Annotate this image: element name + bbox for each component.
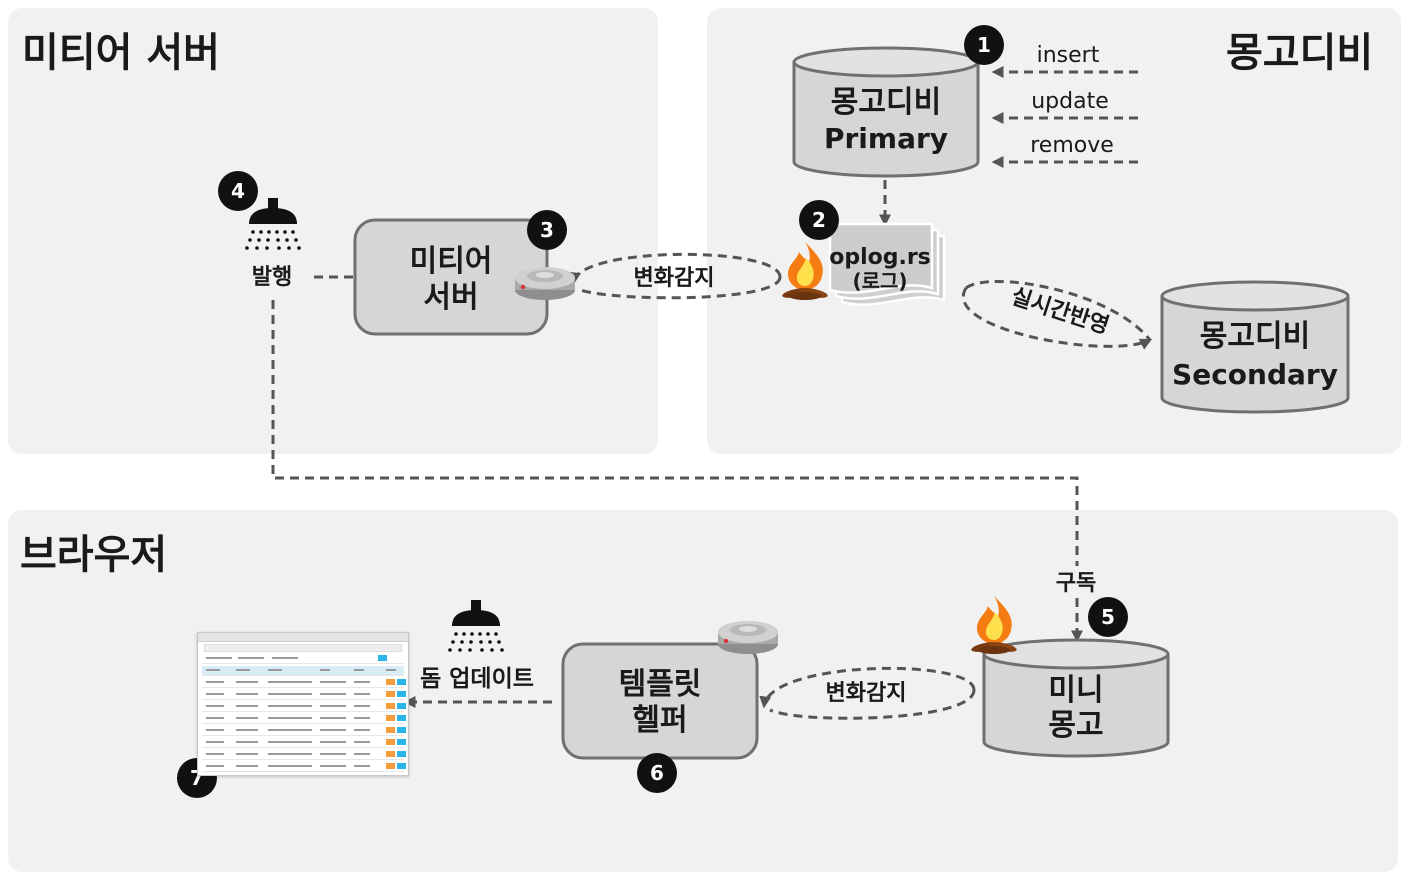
change-detect-top-label: 변화감지 (634, 266, 715, 291)
mongodb-primary-node: 몽고디비 Primary (792, 46, 980, 178)
update-label: update (1031, 89, 1109, 114)
meteor-label-line1: 미티어 (410, 244, 493, 279)
realtime-reflect-loop (961, 287, 1153, 350)
publish-label: 발행 (252, 265, 292, 290)
oplog-label-line1: oplog.rs (829, 245, 931, 270)
insert-label: insert (1037, 43, 1100, 68)
secondary-label-line1: 몽고디비 (1200, 319, 1310, 354)
change-detect-loop-bottom (759, 666, 976, 709)
table-header-row (202, 666, 404, 676)
step-badge-5: 5 (1088, 597, 1128, 637)
change-detect-loop-top-lower (579, 276, 782, 300)
change-detect-bottom-label: 변화감지 (826, 681, 907, 706)
table-row (202, 702, 406, 712)
step-badge-1: 1 (964, 25, 1004, 65)
publish-to-subscribe-path (271, 300, 1079, 566)
browser-panel-title: 브라우저 (20, 532, 168, 578)
table-row (202, 714, 406, 724)
svg-text:5: 5 (1101, 605, 1115, 629)
minimongo-node: 미니 몽고 (982, 638, 1170, 758)
secondary-label-line2: Secondary (1172, 358, 1338, 391)
table-row (202, 726, 406, 736)
svg-text:3: 3 (540, 218, 554, 242)
svg-text:4: 4 (231, 179, 245, 203)
meteor-server-panel-title: 미티어 서버 (22, 30, 220, 76)
remove-label: remove (1030, 133, 1114, 158)
table-row (202, 750, 406, 760)
minimongo-fire-icon (970, 596, 1018, 654)
dom-update-label: 돔 업데이트 (420, 666, 534, 692)
template-helper-label-line2: 헬퍼 (632, 703, 687, 738)
subscribe-label: 구독 (1056, 571, 1096, 596)
oplog-fire-icon (781, 242, 829, 300)
change-detect-loop-bottom-lower (769, 689, 976, 720)
template-helper-label-line1: 템플릿 (619, 667, 702, 702)
template-smoke-detector-icon (718, 621, 778, 654)
browser-address-bar (204, 644, 402, 652)
oplog-node: oplog.rs (로그) (828, 222, 946, 306)
template-helper-node: 템플릿 헬퍼 (561, 642, 759, 760)
step-badge-2: 2 (799, 200, 839, 240)
step-badge-3: 3 (527, 210, 567, 250)
realtime-reflect-label: 실시간반영 (1008, 284, 1112, 339)
browser-tab-bar (198, 633, 408, 642)
mongodb-panel-title: 몽고디비 (1226, 30, 1374, 76)
change-detect-loop-top (569, 252, 782, 285)
table-row (202, 762, 406, 772)
primary-label-line1: 몽고디비 (831, 85, 941, 120)
meteor-smoke-detector-icon (515, 267, 575, 300)
mongodb-secondary-node: 몽고디비 Secondary (1160, 280, 1350, 414)
minimongo-label-line1: 미니 (1048, 673, 1103, 708)
oplog-label-line2: (로그) (852, 269, 907, 293)
table-row (202, 690, 406, 700)
step-badge-4: 4 (218, 171, 258, 211)
meteor-label-line2: 서버 (423, 280, 478, 315)
svg-text:6: 6 (650, 761, 664, 785)
meteor-server-node: 미티어 서버 (353, 218, 549, 336)
primary-label-line2: Primary (824, 122, 948, 155)
browser-window-thumbnail (197, 632, 409, 776)
table-toolbar (202, 654, 404, 664)
table-row (202, 738, 406, 748)
publish-sprinkler-icon (245, 198, 301, 250)
svg-text:2: 2 (812, 208, 826, 232)
table-row (202, 678, 406, 688)
svg-text:1: 1 (977, 33, 991, 57)
minimongo-label-line2: 몽고 (1048, 708, 1103, 743)
dom-update-sprinkler-icon (448, 600, 504, 652)
step-badge-6: 6 (637, 753, 677, 793)
